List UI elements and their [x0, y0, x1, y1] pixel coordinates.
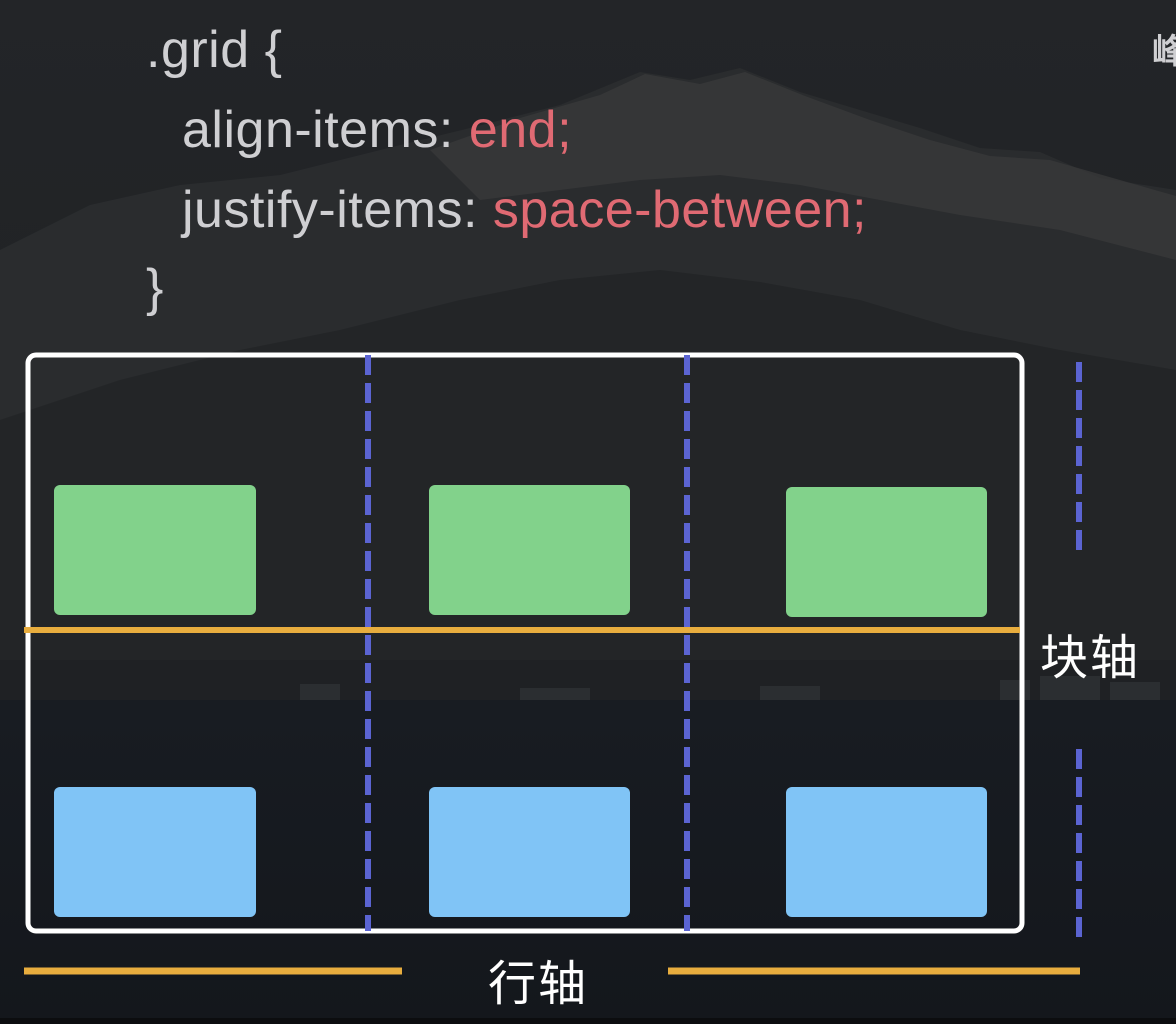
code-selector-line: .grid {: [146, 21, 283, 79]
align-items-value: end;: [468, 101, 573, 159]
corner-watermark-text: 峰: [1152, 33, 1176, 71]
shoreline-buildings: [300, 676, 1160, 700]
grid-item-row2-col2: [429, 787, 630, 917]
snow-ridge: [430, 72, 1176, 260]
grid-container-border: [25, 352, 1025, 934]
grid-item-row2-col1: [54, 787, 256, 917]
code-line-align-items: align-items: end;: [182, 100, 572, 160]
grid-item-row1-col2: [429, 485, 630, 615]
block-axis-label: 块轴: [1040, 630, 1141, 686]
grid-item-row1-col1: [54, 485, 256, 615]
align-items-property: align-items:: [182, 101, 469, 159]
code-closing-brace: }: [146, 259, 164, 317]
grid-item-row1-col3: [786, 487, 987, 617]
justify-items-value: space-between;: [492, 181, 867, 239]
justify-items-property: justify-items:: [182, 181, 493, 239]
code-line-justify-items: justify-items: space-between;: [182, 180, 867, 240]
inline-axis-label: 行轴: [488, 956, 589, 1012]
grid-item-row2-col3: [786, 787, 987, 917]
